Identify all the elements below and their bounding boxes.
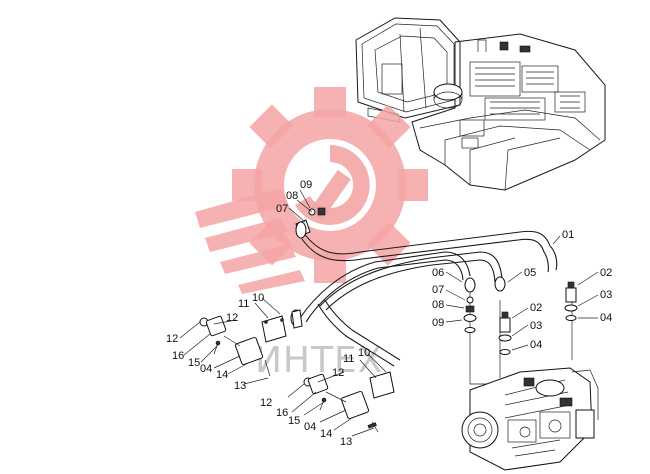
callout-label: 11 xyxy=(238,298,249,310)
callout-label: 15 xyxy=(188,357,200,369)
fitting-cluster-right xyxy=(498,281,578,355)
callout-label: 04 xyxy=(530,339,542,351)
callout-label: 03 xyxy=(530,320,542,332)
callout-label: 06 xyxy=(432,267,444,279)
callout-label: 07 xyxy=(276,203,288,215)
callout-label: 15 xyxy=(288,415,300,427)
watermark: ИНТЕХ xyxy=(195,87,428,381)
fitting-column-left xyxy=(463,276,506,333)
callout-label: 01 xyxy=(562,229,574,241)
hydraulic-pump xyxy=(461,367,599,471)
callout-label: 05 xyxy=(524,267,536,279)
callout-label: 02 xyxy=(600,267,612,279)
callout-label: 04 xyxy=(304,421,316,433)
callout-label: 09 xyxy=(432,317,444,329)
flange-assembly-upper xyxy=(199,309,303,377)
excavator-illustration xyxy=(355,17,606,191)
callout-label: 13 xyxy=(340,436,352,448)
callout-label: 08 xyxy=(432,299,444,311)
callout-label: 07 xyxy=(432,284,444,296)
leader-lines xyxy=(179,189,599,437)
fitting-cluster-top-left xyxy=(295,207,326,239)
callout-label: 14 xyxy=(320,428,332,440)
callout-label: 11 xyxy=(343,353,354,365)
callout-label: 03 xyxy=(600,289,612,301)
callout-label: 02 xyxy=(530,302,542,314)
callout-label: 09 xyxy=(300,179,312,191)
callout-label: 10 xyxy=(252,292,264,304)
callout-label: 12 xyxy=(166,333,178,345)
callout-label: 08 xyxy=(286,190,298,202)
callout-label: 13 xyxy=(234,380,246,392)
callout-label: 04 xyxy=(600,312,612,324)
callout-label: 10 xyxy=(358,347,370,359)
callout-label: 14 xyxy=(216,369,228,381)
callout-label: 16 xyxy=(172,350,184,362)
callout-label: 16 xyxy=(276,407,288,419)
callout-label: 12 xyxy=(226,312,238,324)
callout-label: 12 xyxy=(332,367,344,379)
flange-assembly-lower xyxy=(303,371,395,433)
hydraulic-hoses xyxy=(299,227,573,385)
watermark-text: ИНТЕХ xyxy=(255,340,383,381)
callout-label: 04 xyxy=(200,363,212,375)
callout-label: 12 xyxy=(260,397,272,409)
callout-labels: 09 08 07 01 06 05 02 07 03 08 04 09 02 0… xyxy=(166,179,612,448)
